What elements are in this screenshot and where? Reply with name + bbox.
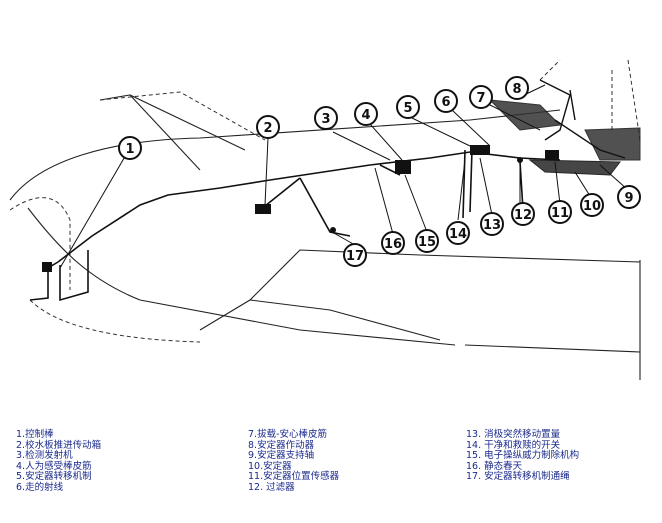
svg-text:11: 11 [551, 206, 569, 221]
linkage-fittings [42, 145, 559, 272]
callout-3: 3 [314, 106, 338, 130]
svg-text:15: 15 [418, 235, 436, 250]
legend-item: 13. 消极突然移动置量 [466, 429, 561, 440]
svg-text:8: 8 [512, 82, 521, 97]
svg-text:17: 17 [346, 249, 364, 264]
callout-10: 10 [580, 193, 604, 217]
svg-text:6: 6 [441, 95, 450, 110]
leader-lines [59, 84, 629, 269]
stabilizer-structure [488, 99, 641, 176]
stabilizer-actuator [539, 79, 626, 159]
legend-item: 1.控制棒 [16, 429, 54, 440]
callout-4: 4 [354, 102, 378, 126]
legend-item: 11.安定器位置传感器 [248, 471, 340, 483]
svg-text:10: 10 [583, 199, 601, 214]
legend-item: 7.拔载-安心棒皮筋 [248, 429, 327, 440]
legend-column-3: 13. 消极突然移动置量 14. 干净和救赎的开关 15. 电子操纵威力制除机构… [466, 429, 580, 483]
svg-text:9: 9 [624, 191, 633, 206]
svg-text:14: 14 [449, 227, 467, 242]
legend-item: 17. 安定器转移机制通绳 [466, 471, 570, 483]
legend-item: 15. 电子操纵威力制除机构 [466, 450, 580, 462]
legend-item: 8.安定器作动器 [248, 439, 315, 451]
callout-16: 16 [381, 231, 405, 255]
legend-item: 16. 静态春天 [466, 460, 523, 472]
legend-item: 10.安定器 [248, 460, 292, 472]
aircraft-dashed-outline [9, 59, 641, 343]
legend-item: 5.安定器转移机制 [16, 471, 92, 483]
callout-12: 12 [511, 202, 535, 226]
legend-item: 2.校水板推进传动箱 [16, 439, 102, 451]
legend-item: 9.安定器支持轴 [248, 450, 315, 462]
svg-text:7: 7 [476, 91, 485, 106]
control-system-diagram: 1 2 3 4 5 6 7 8 9 10 11 12 13 14 15 16 1… [9, 59, 641, 380]
svg-text:5: 5 [403, 101, 412, 116]
legend-item: 6.走的射线 [16, 481, 64, 493]
legend-column-1: 1.控制棒 2.校水板推进传动箱 3.检测发射机 4.人为感受棒皮筋 5.安定器… [16, 429, 102, 494]
svg-text:1: 1 [125, 142, 134, 157]
svg-text:3: 3 [321, 112, 330, 127]
svg-text:13: 13 [483, 218, 501, 233]
svg-text:2: 2 [263, 121, 272, 136]
callout-1: 1 [118, 136, 142, 160]
callout-14: 14 [446, 221, 470, 245]
aircraft-outline [9, 94, 641, 380]
legend-column-2: 7.拔载-安心棒皮筋 8.安定器作动器 9.安定器支持轴 10.安定器 11.安… [248, 429, 340, 494]
callout-17: 17 [343, 243, 367, 267]
svg-text:12: 12 [514, 208, 532, 223]
legend-item: 14. 干净和救赎的开关 [466, 439, 561, 451]
callout-7: 7 [469, 85, 493, 109]
legend-item: 4.人为感受棒皮筋 [16, 460, 92, 472]
callout-6: 6 [434, 89, 458, 113]
callout-8: 8 [505, 76, 529, 100]
callout-9: 9 [617, 185, 641, 209]
callout-13: 13 [480, 212, 504, 236]
legend-item: 3.检测发射机 [16, 450, 73, 462]
callout-11: 11 [548, 200, 572, 224]
callout-2: 2 [256, 115, 280, 139]
svg-text:4: 4 [361, 108, 370, 123]
callout-5: 5 [396, 95, 420, 119]
callout-15: 15 [415, 229, 439, 253]
svg-text:16: 16 [384, 237, 402, 252]
legend-item: 12. 过滤器 [248, 481, 295, 493]
